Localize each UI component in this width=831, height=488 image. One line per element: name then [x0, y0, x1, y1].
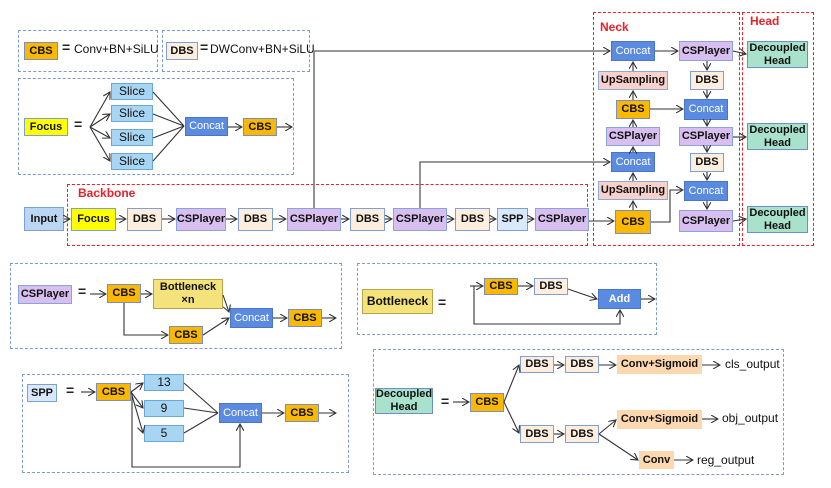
bottleneck-definition-region: [357, 263, 657, 335]
backbone-csplayer-2: CSPlayer: [287, 208, 341, 231]
backbone-spp: SPP: [497, 208, 528, 231]
csplayer-cbs-in: CBS: [107, 284, 141, 303]
neck-csplayer-left: CSPlayer: [606, 127, 660, 146]
focus-slice-1: Slice: [111, 83, 153, 100]
neck-csplayer-out-1: CSPlayer: [679, 41, 733, 61]
focus-slice-4: Slice: [111, 153, 153, 170]
head-decoupled-3: Decoupled Head: [747, 206, 808, 233]
legend-dbs-definition: DWConv+BN+SiLU: [210, 42, 315, 56]
neck-concat-right-1: Concat: [684, 99, 728, 120]
backbone-focus: Focus: [71, 208, 116, 231]
neck-label: Neck: [600, 20, 629, 34]
focus-slice-3: Slice: [111, 129, 153, 146]
legend-cbs-region: [18, 30, 158, 72]
bottleneck-def-label: Bottleneck: [362, 289, 433, 314]
legend-cbs-box: CBS: [24, 42, 58, 60]
backbone-dbs-1: DBS: [127, 208, 162, 231]
spp-def-label: SPP: [27, 384, 57, 402]
cls-conv-sigmoid: Conv+Sigmoid: [617, 355, 702, 374]
obj-reg-branch-dbs-1: DBS: [520, 425, 554, 443]
backbone-input: Input: [24, 207, 64, 231]
bottleneck-def-equals: =: [438, 294, 447, 310]
spp-concat: Concat: [219, 403, 262, 423]
head-decoupled-1: Decoupled Head: [747, 41, 808, 68]
focus-def-equals: =: [74, 116, 83, 132]
reg-output-label: reg_output: [697, 453, 755, 467]
legend-dbs-equals: =: [200, 39, 209, 55]
neck-upsampling-top: UpSampling: [598, 71, 668, 90]
obj-output-label: obj_output: [722, 411, 779, 425]
neck-concat-right-2: Concat: [684, 181, 728, 201]
csplayer-definition-region: [10, 263, 342, 349]
csplayer-cbs-skip: CBS: [169, 326, 203, 344]
csplayer-bottleneck: Bottleneck ×n: [153, 279, 223, 309]
neck-csplayer-out-3: CSPlayer: [679, 210, 733, 232]
bottleneck-dbs: DBS: [534, 278, 568, 295]
neck-concat-top: Concat: [611, 41, 655, 61]
neck-region: [593, 12, 740, 246]
head-label: Head: [750, 14, 780, 28]
decoupled-head-cbs: CBS: [470, 393, 504, 412]
neck-cbs-bottom: CBS: [615, 210, 651, 234]
spp-pool-13: 13: [144, 374, 184, 391]
decoupled-head-def-label: Decoupled Head: [375, 388, 433, 414]
backbone-csplayer-4: CSPlayer: [535, 208, 589, 231]
csplayer-def-label: CSPlayer: [18, 285, 72, 304]
legend-cbs-equals: =: [62, 39, 71, 55]
neck-dbs-1: DBS: [690, 71, 724, 90]
bottleneck-cbs: CBS: [484, 278, 518, 295]
decoupled-head-def-equals: =: [441, 393, 450, 409]
backbone-label: Backbone: [78, 186, 136, 200]
csplayer-cbs-out: CBS: [288, 309, 322, 327]
focus-cbs: CBS: [243, 118, 277, 136]
backbone-dbs-3: DBS: [350, 208, 385, 231]
backbone-csplayer-3: CSPlayer: [393, 208, 447, 231]
neck-cbs-top: CBS: [616, 100, 650, 119]
backbone-csplayer-1: CSPlayer: [176, 208, 226, 231]
neck-dbs-2: DBS: [690, 153, 724, 172]
head-decoupled-2: Decoupled Head: [747, 123, 808, 150]
spp-cbs-in: CBS: [96, 383, 131, 401]
neck-csplayer-out-2: CSPlayer: [679, 127, 733, 146]
bottleneck-add: Add: [598, 289, 641, 309]
focus-definition-region: [18, 78, 294, 175]
legend-dbs-box: DBS: [166, 42, 198, 60]
spp-def-equals: =: [66, 382, 75, 398]
backbone-dbs-2: DBS: [238, 208, 273, 231]
cls-branch-dbs-2: DBS: [565, 356, 599, 373]
head-region: [742, 12, 814, 246]
obj-conv-sigmoid: Conv+Sigmoid: [617, 410, 702, 429]
spp-definition-region: [22, 374, 349, 473]
focus-concat: Concat: [185, 117, 228, 136]
obj-reg-branch-dbs-2: DBS: [565, 425, 599, 443]
focus-slice-2: Slice: [111, 105, 153, 122]
backbone-dbs-4: DBS: [455, 208, 490, 231]
decoupled-head-definition-region: [373, 349, 784, 475]
legend-cbs-definition: Conv+BN+SiLU: [74, 42, 159, 56]
csplayer-concat: Concat: [230, 308, 273, 328]
neck-upsampling-bottom: UpSampling: [598, 181, 668, 200]
reg-conv: Conv: [639, 451, 674, 469]
focus-def-label: Focus: [24, 118, 68, 136]
spp-cbs-out: CBS: [285, 404, 319, 422]
legend-dbs-region: [162, 30, 310, 72]
spp-pool-9: 9: [144, 400, 184, 417]
cls-output-label: cls_output: [725, 357, 780, 371]
csplayer-def-equals: =: [78, 283, 87, 299]
